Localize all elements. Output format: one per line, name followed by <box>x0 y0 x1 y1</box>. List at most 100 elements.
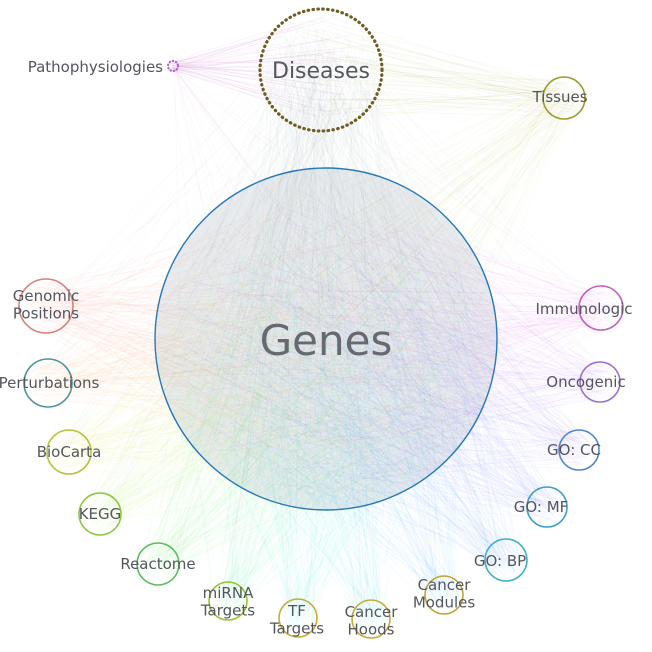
edge <box>25 182 337 306</box>
edge <box>209 75 349 446</box>
edge <box>280 206 597 305</box>
node-go_cc[interactable] <box>558 429 600 471</box>
edge <box>101 443 384 526</box>
edge <box>162 333 458 568</box>
node-biocarta[interactable] <box>46 429 92 475</box>
edge <box>272 36 323 248</box>
edge <box>418 449 595 453</box>
edge <box>171 65 422 430</box>
node-genes[interactable] <box>154 167 498 511</box>
edge <box>61 344 173 370</box>
edge <box>261 348 514 554</box>
edge <box>362 54 443 589</box>
node-label-biocarta: BioCarta <box>37 443 102 461</box>
node-genomic_positions[interactable] <box>18 278 74 334</box>
edge <box>350 115 407 378</box>
edge <box>272 322 573 435</box>
edge <box>231 434 272 613</box>
node-oncogenic[interactable] <box>579 361 621 403</box>
edge <box>336 278 592 325</box>
edge <box>307 390 412 620</box>
edge <box>292 308 454 615</box>
edge <box>36 292 333 347</box>
node-diseases[interactable] <box>258 7 384 133</box>
edge <box>284 60 590 455</box>
node-fill-perturbations <box>24 359 72 407</box>
edge <box>273 80 569 228</box>
edge <box>38 211 255 325</box>
edge <box>250 350 608 372</box>
edge <box>268 483 565 506</box>
edge <box>379 286 599 301</box>
edge <box>348 391 593 413</box>
edge <box>294 309 602 319</box>
edge <box>237 78 318 298</box>
edge <box>146 315 391 557</box>
edge <box>182 382 542 492</box>
edge <box>299 204 614 298</box>
node-perturbations[interactable] <box>23 358 73 408</box>
edge <box>277 454 292 606</box>
edge <box>454 302 587 358</box>
edge <box>328 98 565 381</box>
node-cancer_modules[interactable] <box>424 575 464 615</box>
edge <box>218 233 454 599</box>
edge <box>243 349 521 556</box>
edge <box>35 303 370 363</box>
edge <box>167 303 302 579</box>
edge <box>394 355 519 568</box>
edge <box>172 375 331 556</box>
node-immunologic[interactable] <box>578 285 624 331</box>
edge <box>87 255 454 453</box>
edge <box>68 48 332 434</box>
node-tf_targets[interactable] <box>278 598 318 638</box>
edge <box>228 309 322 608</box>
edge <box>35 301 268 376</box>
node-go_mf[interactable] <box>526 486 568 528</box>
edge <box>282 428 454 593</box>
edge <box>319 260 548 492</box>
edge <box>272 467 549 501</box>
edge <box>336 352 591 382</box>
node-kegg[interactable] <box>78 492 122 536</box>
node-tissues[interactable] <box>542 76 586 120</box>
edge <box>47 319 300 425</box>
edge <box>352 396 608 442</box>
edge <box>333 60 569 84</box>
edge <box>108 361 355 510</box>
edge <box>458 421 538 499</box>
edge <box>214 353 519 551</box>
edge <box>258 61 269 378</box>
edge <box>254 283 435 606</box>
edge <box>419 256 495 572</box>
edge <box>155 268 414 558</box>
edge <box>171 458 413 558</box>
edge <box>360 78 376 613</box>
edge <box>272 448 299 605</box>
edge <box>287 26 429 372</box>
node-mirna_targets[interactable] <box>208 581 248 621</box>
edge <box>371 229 541 509</box>
node-reactome[interactable] <box>136 542 180 586</box>
edge <box>308 197 544 495</box>
edge <box>442 238 568 461</box>
edge <box>40 285 344 440</box>
edge <box>234 326 418 597</box>
edge <box>80 349 228 457</box>
edge <box>33 301 420 371</box>
edge <box>366 71 412 426</box>
edge <box>30 372 209 383</box>
edge <box>300 212 589 381</box>
edge <box>221 415 425 603</box>
node-go_bp[interactable] <box>484 538 528 582</box>
edge <box>443 414 495 563</box>
edge <box>172 254 217 574</box>
node-pathophysiologies[interactable] <box>166 59 180 73</box>
edge <box>339 306 600 393</box>
edge <box>164 346 285 564</box>
node-cancer_hoods[interactable] <box>351 599 391 639</box>
edge <box>239 330 305 608</box>
edge <box>29 313 443 423</box>
edge <box>88 220 341 510</box>
edge <box>387 225 616 306</box>
